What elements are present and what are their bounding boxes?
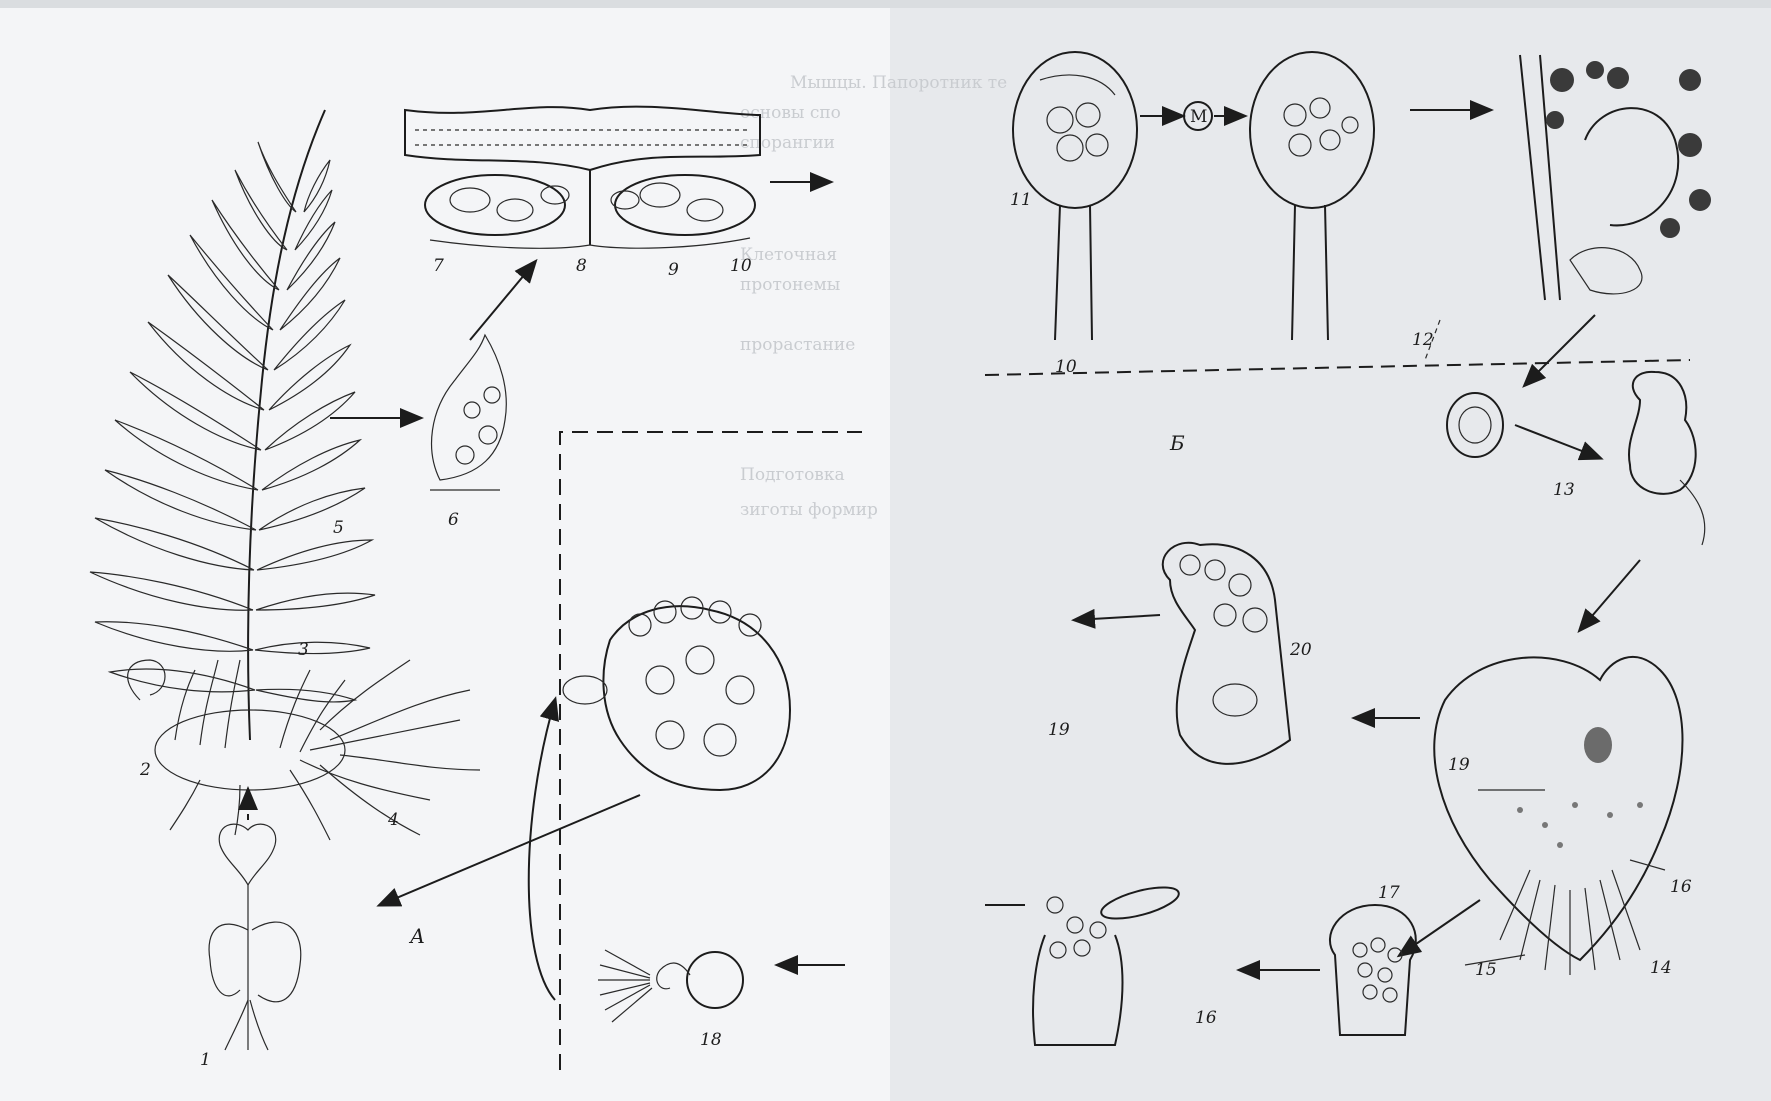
ghost-line: протонемы (740, 275, 840, 295)
callout-16a: 16 (1670, 877, 1692, 897)
callout-2: 2 (139, 760, 151, 780)
callout-19a: 19 (1448, 755, 1470, 775)
callout-3: 3 (298, 640, 309, 660)
callout-19b: 19 (1048, 720, 1070, 740)
top-shadow (0, 0, 1771, 8)
callout-13: 13 (1553, 480, 1575, 500)
archegonia-cluster (1584, 727, 1612, 763)
callout-16b: 16 (1195, 1008, 1217, 1028)
callout-7: 7 (433, 256, 444, 276)
callout-17: 17 (1378, 883, 1400, 903)
callout-10b: 10 (1055, 357, 1077, 377)
ghost-line: основы спо (740, 103, 841, 123)
callout-20: 20 (1289, 640, 1312, 660)
meiosis-label: М (1190, 107, 1207, 127)
ghost-line: прорастание (740, 335, 855, 355)
ghost-line: Клеточная (740, 245, 837, 265)
section-label-a: А (408, 924, 425, 948)
callout-1: 1 (200, 1050, 211, 1070)
callout-18: 18 (700, 1030, 722, 1050)
callout-5: 5 (333, 518, 344, 538)
section-label-b: Б (1169, 431, 1185, 455)
callout-11: 11 (1010, 190, 1032, 210)
callout-14: 14 (1650, 958, 1672, 978)
callout-6: 6 (448, 510, 459, 530)
callout-15: 15 (1475, 960, 1497, 980)
callout-8: 8 (576, 256, 587, 276)
ghost-line: Мышцы. Папоротник те (790, 73, 1007, 93)
ghost-line: Подготовка (740, 465, 845, 485)
callout-4: 4 (387, 810, 399, 830)
callout-10: 10 (730, 256, 752, 276)
ghost-line: зиготы формир (740, 500, 878, 520)
ghost-line: спорангии (740, 133, 835, 153)
callout-9: 9 (668, 260, 679, 280)
callout-12: 12 (1412, 330, 1434, 350)
